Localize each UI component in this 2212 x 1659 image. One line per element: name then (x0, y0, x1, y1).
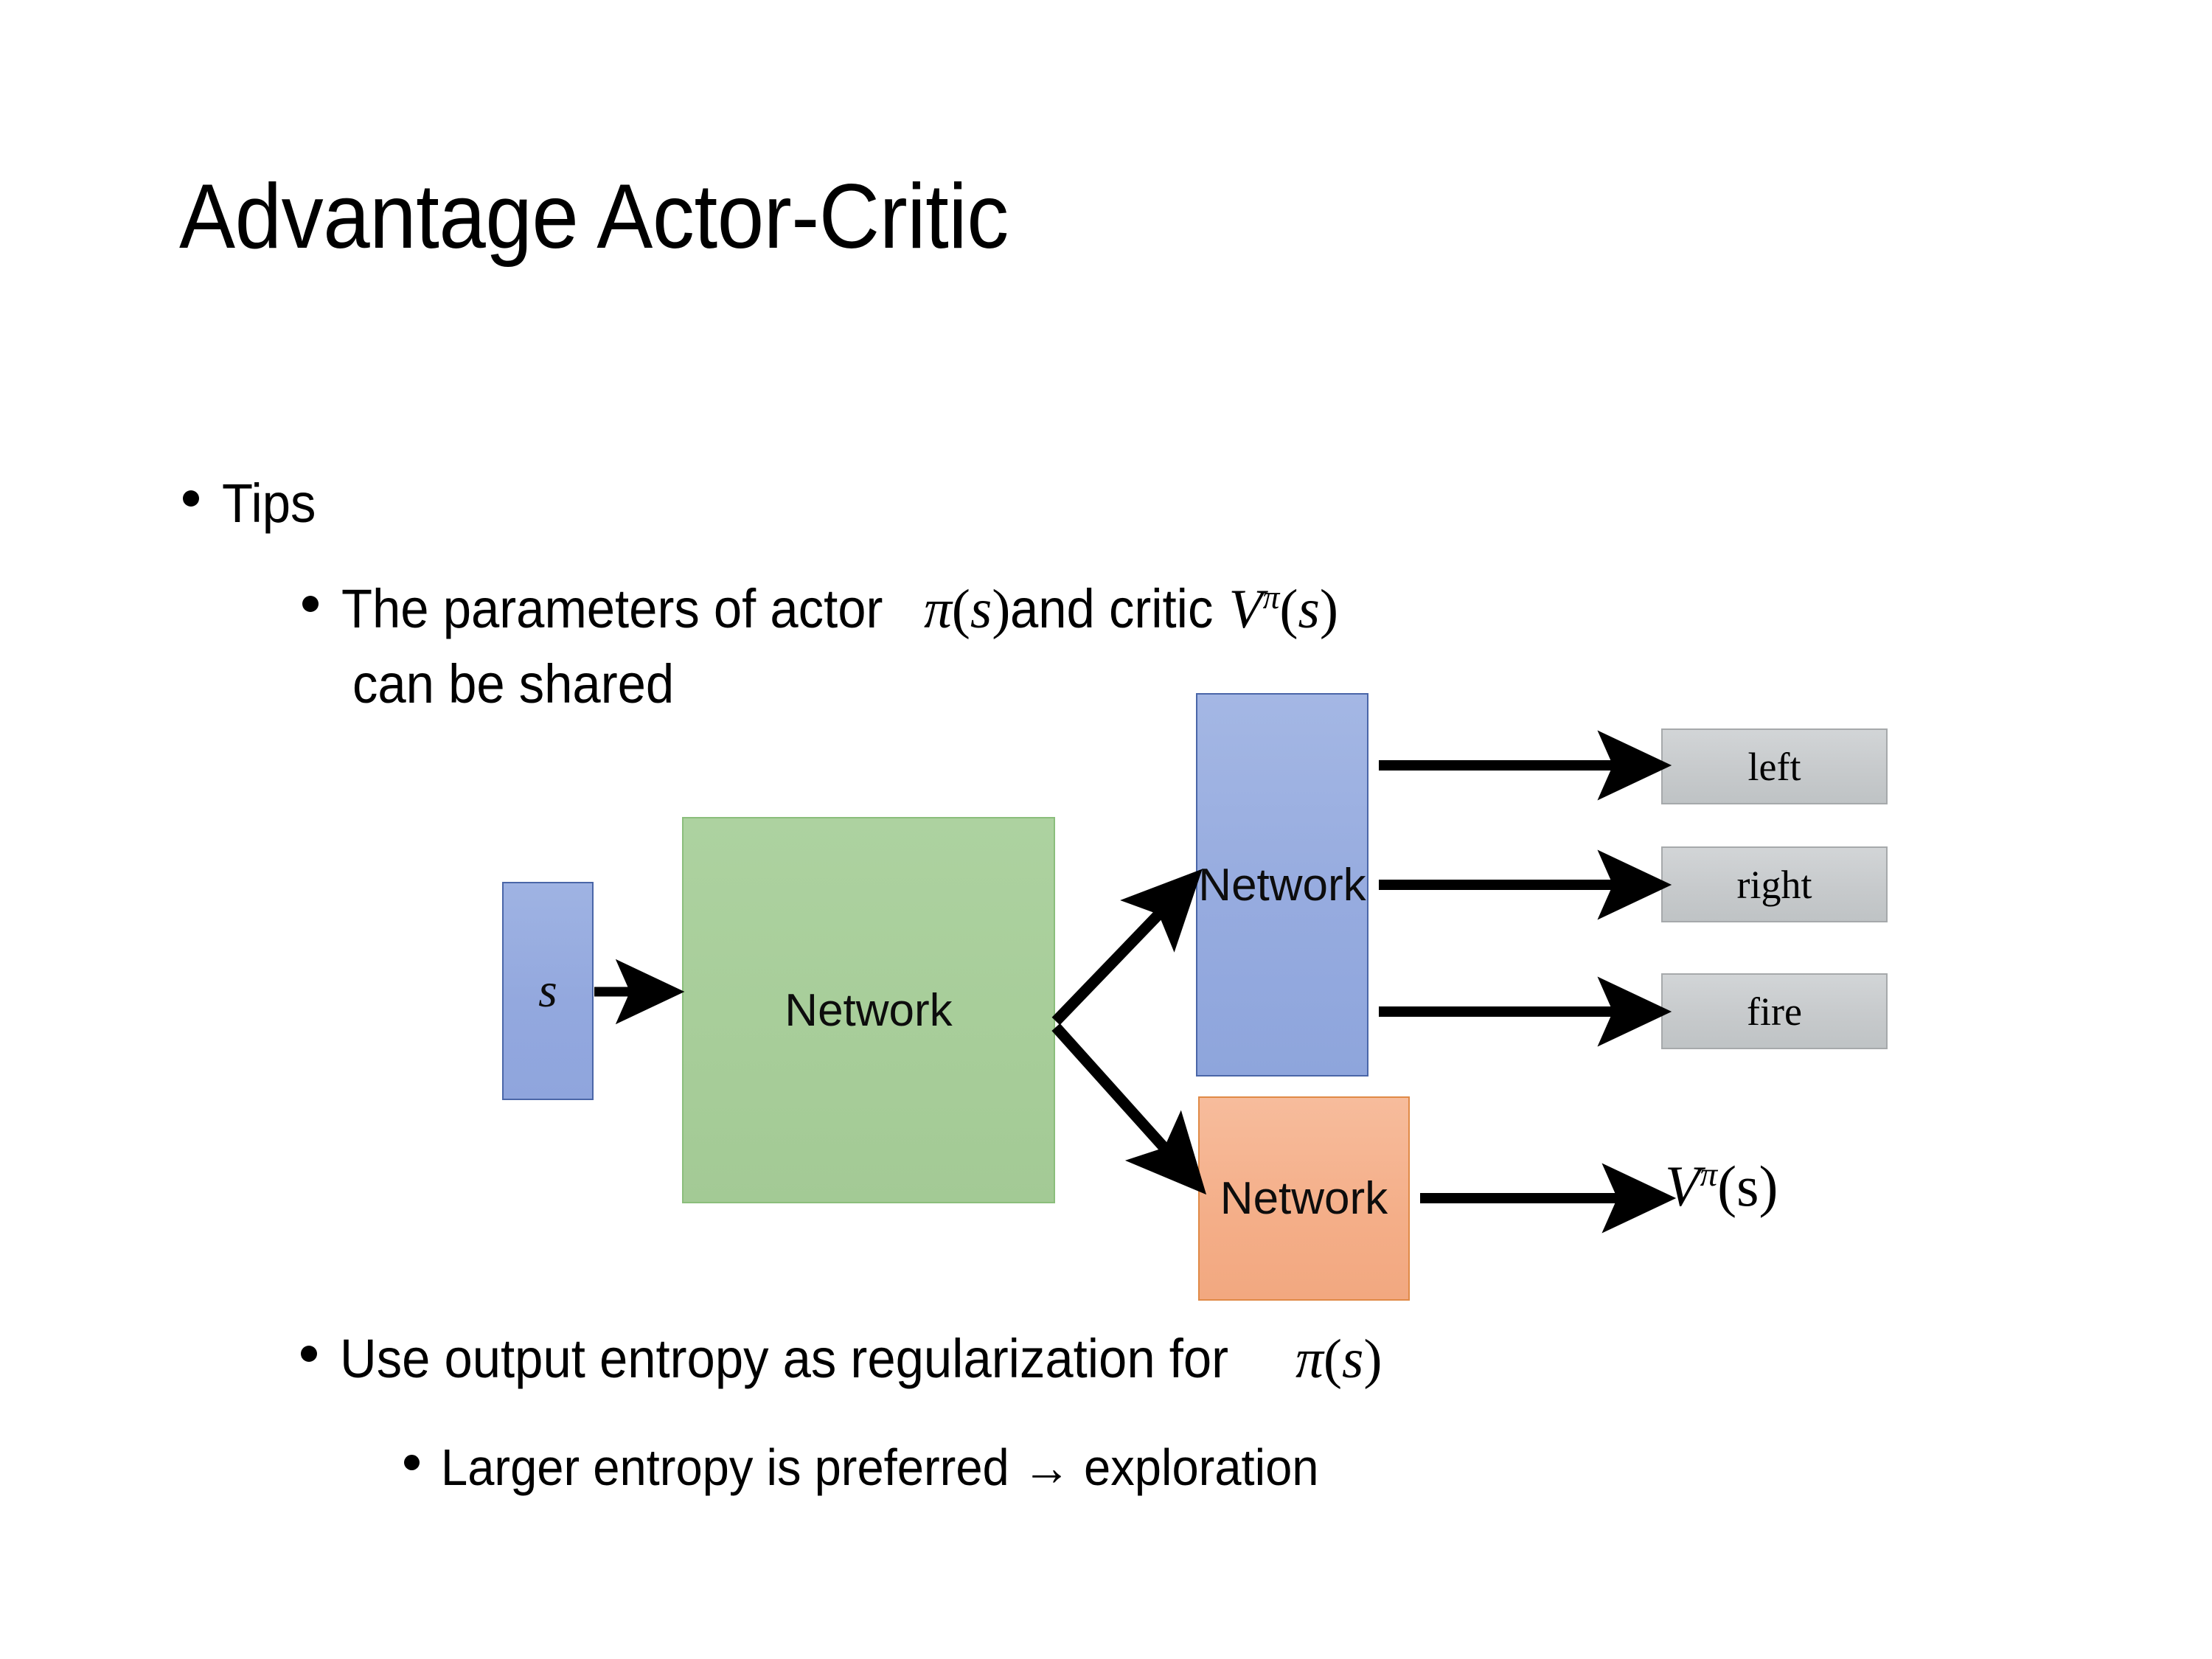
arrow-shared-to-actor (1051, 869, 1203, 1026)
actor-network-label: Network (1198, 859, 1366, 911)
math-s-symbol: s (970, 579, 992, 640)
state-input-label: s (538, 964, 557, 1018)
math-paren-open: ( (1279, 579, 1298, 640)
bullet-tips-label: Tips (222, 473, 316, 534)
bullet-larger-entropy: Larger entropy is preferred → exploratio… (404, 1438, 1385, 1497)
math-s-symbol: s (1341, 1329, 1364, 1390)
bullet-shared-parameters-prefix: The parameters of actor (341, 578, 883, 639)
bullet-larger-entropy-label: Larger entropy is preferred → exploratio… (441, 1439, 1319, 1496)
bullet-shared-parameters: The parameters of actor π(s) and critic … (302, 577, 1338, 641)
math-v-pi-of-s: Vπ(s) (1229, 578, 1338, 641)
bullet-dot-icon (302, 596, 319, 613)
shared-network-label: Network (785, 984, 953, 1036)
math-v-symbol: V (1665, 1154, 1700, 1218)
math-paren-open: ( (1323, 1329, 1342, 1390)
math-pi-of-s: π(s) (1295, 1328, 1382, 1391)
actor-network-box[interactable]: Network (1196, 693, 1368, 1077)
bullet-dot-icon (404, 1455, 420, 1471)
critic-value-output-label: Vπ(s) (1665, 1153, 1778, 1220)
bullet-dot-icon (301, 1346, 318, 1363)
action-output-left-label: left (1747, 744, 1801, 789)
action-output-right[interactable]: right (1661, 846, 1888, 922)
math-s-argument: (s) (1717, 1154, 1778, 1218)
arrow-shared-to-critic (1051, 1023, 1207, 1195)
bullet-tips: Tips (183, 472, 323, 535)
bullet-dot-icon (183, 490, 200, 507)
bullet-entropy-regularization: Use output entropy as regularization for… (301, 1327, 1382, 1391)
math-paren-close: ) (1319, 579, 1338, 640)
action-output-right-label: right (1736, 862, 1812, 907)
state-input-box[interactable]: s (502, 882, 594, 1100)
action-output-fire-label: fire (1747, 989, 1802, 1034)
math-pi-superscript: π (1262, 578, 1280, 616)
math-pi-of-s: π(s) (924, 578, 1010, 641)
action-output-fire[interactable]: fire (1661, 973, 1888, 1049)
action-output-left[interactable]: left (1661, 728, 1888, 804)
math-pi-symbol: π (1295, 1329, 1324, 1390)
bullet-shared-parameters-mid: and critic (1010, 578, 1214, 639)
page-title: Advantage Actor-Critic (179, 166, 1009, 268)
shared-network-box[interactable]: Network (682, 817, 1055, 1203)
math-v-symbol: V (1228, 579, 1263, 640)
math-paren-close: ) (992, 579, 1011, 640)
bullet-entropy-regularization-prefix: Use output entropy as regularization for (340, 1328, 1229, 1389)
bullet-shared-parameters-line2: can be shared (352, 653, 675, 714)
math-paren-open: ( (951, 579, 970, 640)
critic-network-label: Network (1220, 1173, 1388, 1224)
math-pi-symbol: π (923, 579, 952, 640)
math-s-symbol: s (1298, 579, 1320, 640)
math-pi-superscript: π (1700, 1155, 1718, 1194)
math-paren-close: ) (1363, 1329, 1382, 1390)
critic-network-box[interactable]: Network (1198, 1096, 1410, 1301)
